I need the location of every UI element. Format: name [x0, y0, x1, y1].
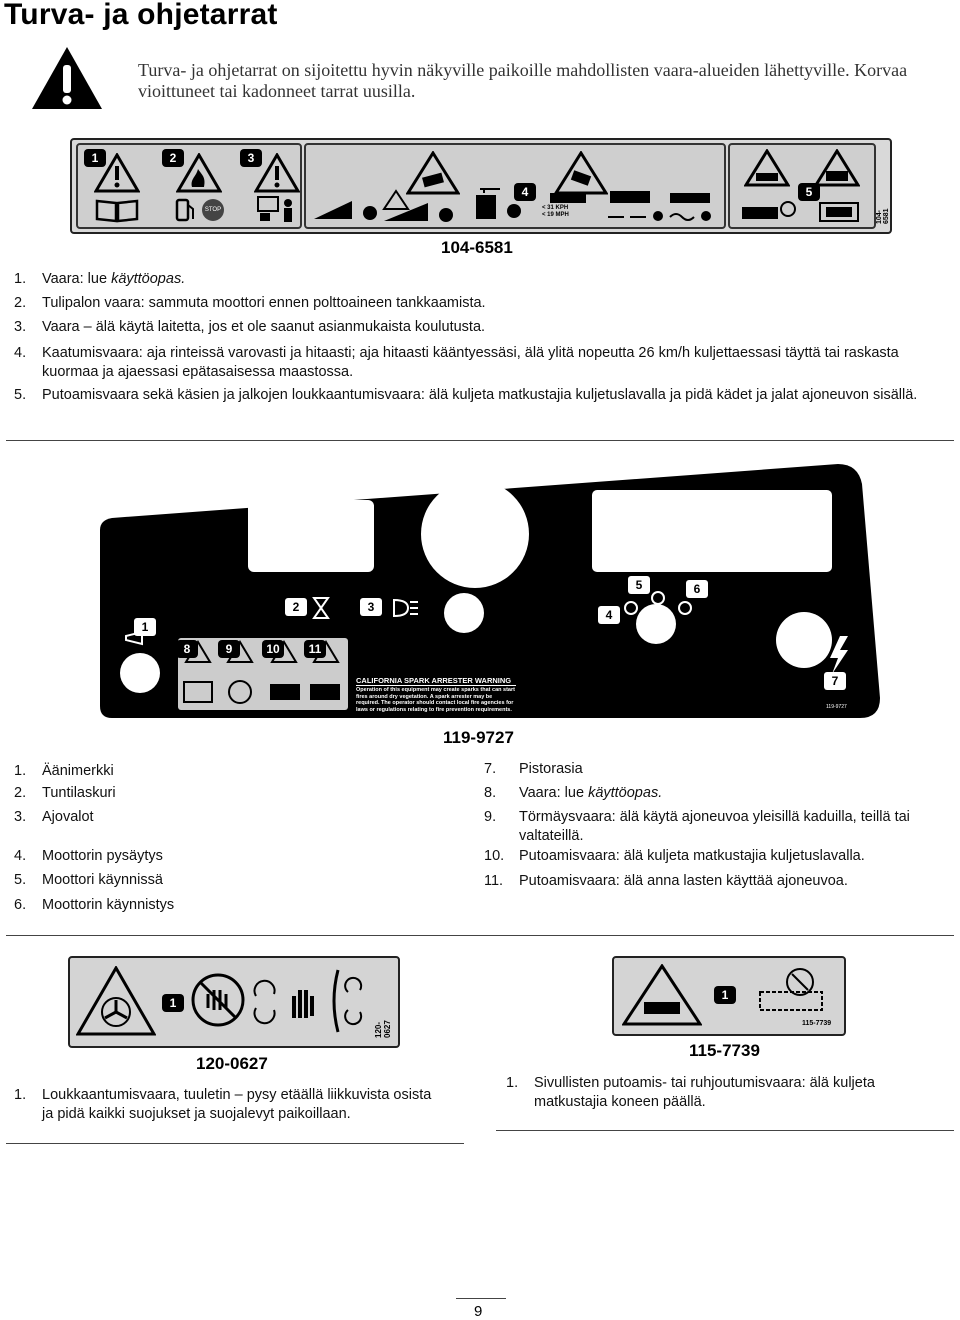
- fall-warning-icon: [744, 149, 790, 187]
- divider: [6, 440, 954, 441]
- decal-badge: 1: [134, 618, 156, 636]
- rotating-parts-icon: [253, 979, 276, 1025]
- warning-icon: [254, 153, 300, 193]
- decal-badge: 3: [360, 598, 382, 616]
- decal-badge: 2: [285, 598, 307, 616]
- decal-120-0627: 1 120-0627: [68, 956, 400, 1048]
- decal-badge: 2: [162, 149, 184, 167]
- decal-small-code: 119-9727: [826, 704, 847, 710]
- power-outlet[interactable]: [776, 612, 832, 668]
- decal-badge: 11: [304, 640, 326, 658]
- decal-badge: 9: [218, 640, 240, 658]
- no-riders-icon: [759, 968, 823, 1011]
- decal-badge: 8: [176, 640, 198, 658]
- gauge-circle: [421, 480, 529, 588]
- decal-badge: 1: [162, 994, 184, 1012]
- decal2-item-list-left: 1.Äänimerkki 2.Tuntilaskuri 3.Ajovalot 4…: [14, 763, 175, 913]
- decal-panel-rollover: 4 < 31 KPH < 19 MPH: [304, 143, 726, 229]
- no-passenger-bed-icon: [742, 201, 796, 219]
- fire-warning-icon: [176, 153, 222, 193]
- fuel-pump-icon: [175, 198, 194, 222]
- decal-badge: 5: [628, 576, 650, 594]
- display-window: [592, 490, 832, 572]
- decal-badge: 4: [598, 606, 620, 624]
- slope-warning-tortoise-icon: [382, 189, 453, 222]
- no-children-icon: [310, 684, 340, 700]
- warning-icon: [94, 153, 140, 193]
- engine-run-icon: [651, 591, 665, 605]
- rough-terrain-tortoise-icon: [608, 211, 711, 221]
- manual-book-icon: [183, 681, 213, 703]
- warning-icon: [184, 640, 340, 663]
- spark-arrester-warning: CALIFORNIA SPARK ARRESTER WARNING Operat…: [356, 676, 516, 713]
- manual-book-icon: [95, 199, 139, 223]
- decal-code: 120-0627: [196, 1054, 268, 1073]
- decal-panel-passenger: 5: [728, 143, 876, 229]
- rollover-warning-icon: [406, 151, 460, 195]
- decal1-item-list: 1. Vaara: lue käyttöopas. 2. Tulipalon v…: [14, 271, 918, 403]
- keep-hands-inside-icon: [819, 202, 859, 222]
- decal-115-7739: 1 115-7739: [612, 956, 846, 1036]
- engine-stop-icon: [624, 601, 638, 615]
- divider: [496, 1130, 954, 1131]
- slope-tortoise-icon: [314, 201, 377, 220]
- divider: [6, 1143, 464, 1144]
- guard-icon: [332, 969, 363, 1033]
- decal-badge: 1: [84, 149, 106, 167]
- hand-icon: [292, 990, 314, 1018]
- speed-mph: < 19 MPH: [542, 212, 569, 218]
- speed-kph: < 31 KPH: [542, 205, 569, 211]
- decal2-item-list-right: 7.Pistorasia 8.Vaara: lue käyttöopas. 9.…: [484, 761, 910, 889]
- decal-badge: 6: [686, 580, 708, 598]
- hourmeter-icon: [312, 597, 330, 619]
- decal-badge: 10: [262, 640, 284, 658]
- headlight-icon: [393, 598, 418, 618]
- horn-button[interactable]: [120, 653, 160, 693]
- decal-badge: 4: [514, 183, 536, 201]
- engine-start-icon: [678, 601, 692, 615]
- decal-code: 104-6581: [441, 238, 513, 257]
- page-number-rule: [456, 1298, 506, 1299]
- decal4-item-list: 1.Sivullisten putoamis- tai ruhjoutumisv…: [506, 1075, 875, 1110]
- vehicle-rear-tortoise-icon: [476, 188, 521, 219]
- decal-small-code: 115-7739: [802, 1020, 832, 1027]
- page-number: 9: [474, 1303, 483, 1320]
- decal-panel-general: 1 2 3 STOP: [76, 143, 302, 229]
- decal-badge: 3: [240, 149, 262, 167]
- headlight-switch[interactable]: [444, 593, 484, 633]
- decal3-item-list: 1.Loukkaantumisvaara, tuuletin – pysy et…: [14, 1087, 432, 1122]
- lightning-icon: [830, 636, 848, 674]
- load-vehicles-icon: [550, 191, 710, 203]
- crush-warning-icon: [814, 149, 860, 187]
- spark-arrester-title: CALIFORNIA SPARK ARRESTER WARNING: [356, 676, 516, 686]
- decal-badge: 7: [824, 672, 846, 690]
- no-passenger-bed-icon: [270, 684, 300, 700]
- decal-code: 115-7739: [689, 1041, 760, 1060]
- spark-arrester-text: Operation of this equipment may create s…: [356, 687, 515, 713]
- decal-small-code: 120-0627: [374, 1020, 392, 1038]
- decal-badge: 1: [714, 986, 736, 1004]
- gauge-window: [248, 500, 374, 572]
- no-road-icon: [228, 680, 252, 704]
- divider: [6, 935, 954, 936]
- intro-text: Turva- ja ohjetarrat on sijoitettu hyvin…: [138, 60, 908, 101]
- training-icon: [257, 196, 292, 222]
- crush-warning-icon: [622, 964, 702, 1026]
- decal-badge: 5: [798, 183, 820, 201]
- ignition-switch[interactable]: [636, 604, 676, 644]
- page-title: Turva- ja ohjetarrat: [4, 0, 278, 31]
- warning-triangle-icon: [32, 47, 102, 109]
- decal-104-6581: 1 2 3 STOP 4 < 31 KPH < 19 MPH 5 104-658…: [70, 138, 892, 234]
- no-hands-icon: [191, 973, 245, 1027]
- decal-code: 119-9727: [443, 728, 514, 747]
- stop-icon: STOP: [202, 199, 224, 221]
- decal-small-code: 104-6581: [876, 208, 890, 224]
- fan-warning-icon: [76, 966, 156, 1036]
